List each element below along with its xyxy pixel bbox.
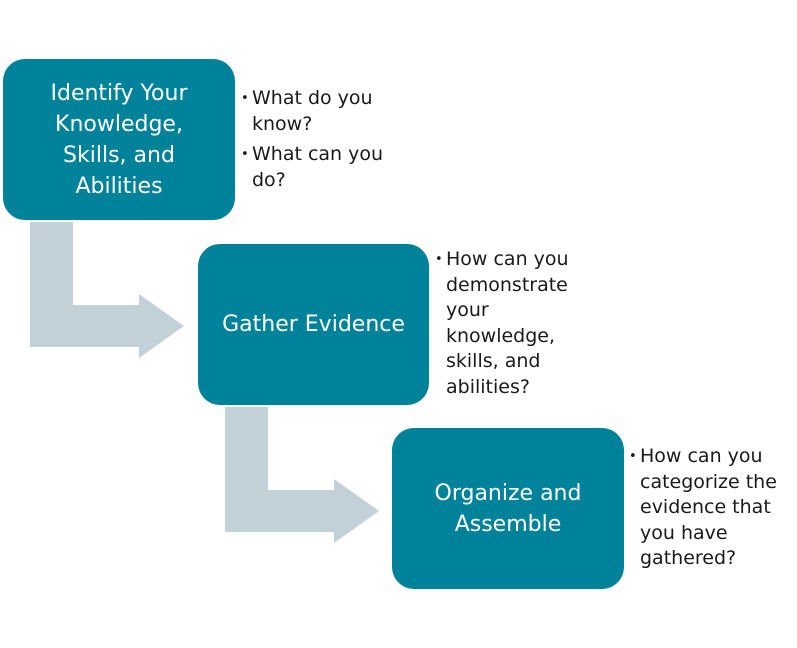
step-questions-gather: How can you demonstrate your knowledge, … [435,247,595,405]
bullet-item: How can you categorize the evidence that… [629,444,794,572]
step-box-gather: Gather Evidence [198,244,429,405]
step-questions-organize: How can you categorize the evidence that… [629,444,794,577]
bullet-item: What can you do? [241,142,401,193]
step-questions-identify: What do you know? What can you do? [241,86,401,198]
step-label-identify: Identify Your Knowledge, Skills, and Abi… [50,80,188,199]
bullet-item: How can you demonstrate your knowledge, … [435,247,595,400]
step-label-organize: Organize and Assemble [434,480,582,537]
step-label-gather: Gather Evidence [222,312,405,337]
arrow-step-1-to-2 [30,222,184,358]
step-box-identify: Identify Your Knowledge, Skills, and Abi… [3,59,235,220]
step-box-organize: Organize and Assemble [392,428,624,589]
arrow-step-2-to-3 [225,407,379,543]
bullet-item: What do you know? [241,86,401,137]
